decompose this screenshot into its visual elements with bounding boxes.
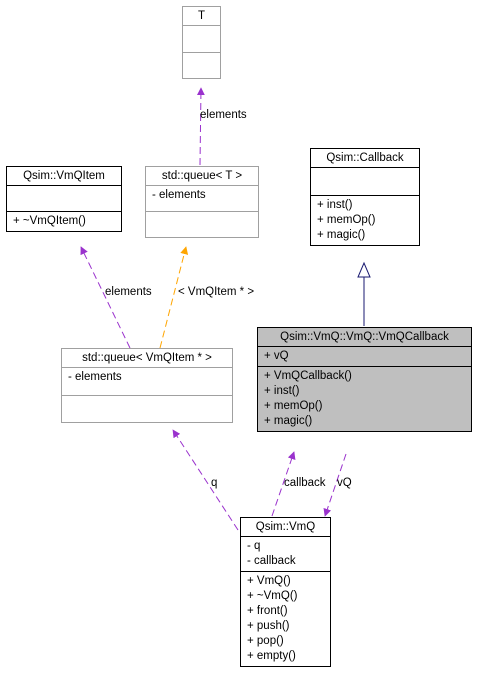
class-queue-t-attributes: - elements [146,185,258,211]
edge-label-vmqitem-elements: elements [105,286,152,298]
edge-label-q: q [211,477,218,489]
class-callback-methods: + inst() + memOp() + magic() [311,195,419,245]
class-vmqcallback-methods: + VmQCallback() + inst() + memOp() + mag… [258,366,471,431]
class-vmq-title: Qsim::VmQ [255,521,316,533]
method-constructor: + VmQCallback() [264,370,352,382]
method-empty: + empty() [247,650,296,662]
method-inst: + inst() [264,385,300,397]
class-vmq-attributes: - q - callback [241,536,330,571]
attribute-callback: - callback [247,555,296,567]
method-destructor: + ~VmQ() [247,590,298,602]
method-destructor: + ~VmQItem() [13,215,86,227]
edge-label-callback: callback [284,477,326,489]
class-t-attributes [183,25,220,52]
attribute-elements: - elements [68,371,122,383]
class-vmq[interactable]: Qsim::VmQ - q - callback + VmQ() + ~VmQ(… [240,517,331,667]
attribute-elements: - elements [152,189,206,201]
attribute-vq: + vQ [264,350,289,362]
class-vmqcallback-attributes: + vQ [258,346,471,366]
method-memop: + memOp() [264,400,323,412]
class-queue-t-methods [146,211,258,237]
edge-template-instantiation [159,246,189,349]
class-queue-vmqitem-methods [62,395,232,422]
class-t-methods [183,52,220,78]
method-magic: + magic() [317,229,366,241]
edge-callback [271,451,296,517]
method-constructor: + VmQ() [247,575,291,587]
method-front: + front() [247,605,288,617]
method-pop: + pop() [247,635,284,647]
attribute-q: - q [247,540,261,552]
class-queue-vmqitem-title: std::queue< VmQItem * > [82,352,212,364]
edge-label-vq: vQ [337,477,352,489]
class-t[interactable]: T [182,6,221,79]
method-push: + push() [247,620,290,632]
class-vmqitem[interactable]: Qsim::VmQItem + ~VmQItem() [6,166,122,232]
class-callback-attributes [311,167,419,195]
method-memop: + memOp() [317,214,376,226]
class-vmqitem-attributes [7,185,121,211]
edge-t-elements [196,87,205,166]
class-queue-t[interactable]: std::queue< T > - elements [145,166,259,238]
class-callback[interactable]: Qsim::Callback + inst() + memOp() + magi… [310,148,420,246]
class-vmqcallback[interactable]: Qsim::VmQ::VmQ::VmQCallback + vQ + VmQCa… [257,327,472,432]
inheritance-arrowhead [357,261,371,278]
edge-vmqitem-elements [80,246,131,349]
method-inst: + inst() [317,199,353,211]
class-t-title: T [197,10,206,22]
class-vmqitem-title: Qsim::VmQItem [23,170,105,182]
edge-label-t-elements: elements [200,109,247,121]
class-vmqcallback-title: Qsim::VmQ::VmQ::VmQCallback [280,331,449,343]
class-vmq-methods: + VmQ() + ~VmQ() + front() + push() + po… [241,571,330,666]
class-queue-vmqitem-attributes: - elements [62,367,232,395]
class-vmqitem-methods: + ~VmQItem() [7,211,121,231]
class-queue-vmqitem[interactable]: std::queue< VmQItem * > - elements [61,348,233,423]
edge-q [172,429,239,531]
class-queue-t-title: std::queue< T > [161,170,243,182]
class-callback-title: Qsim::Callback [326,152,404,164]
method-magic: + magic() [264,415,313,427]
edge-label-template-arg: < VmQItem * > [178,286,255,298]
